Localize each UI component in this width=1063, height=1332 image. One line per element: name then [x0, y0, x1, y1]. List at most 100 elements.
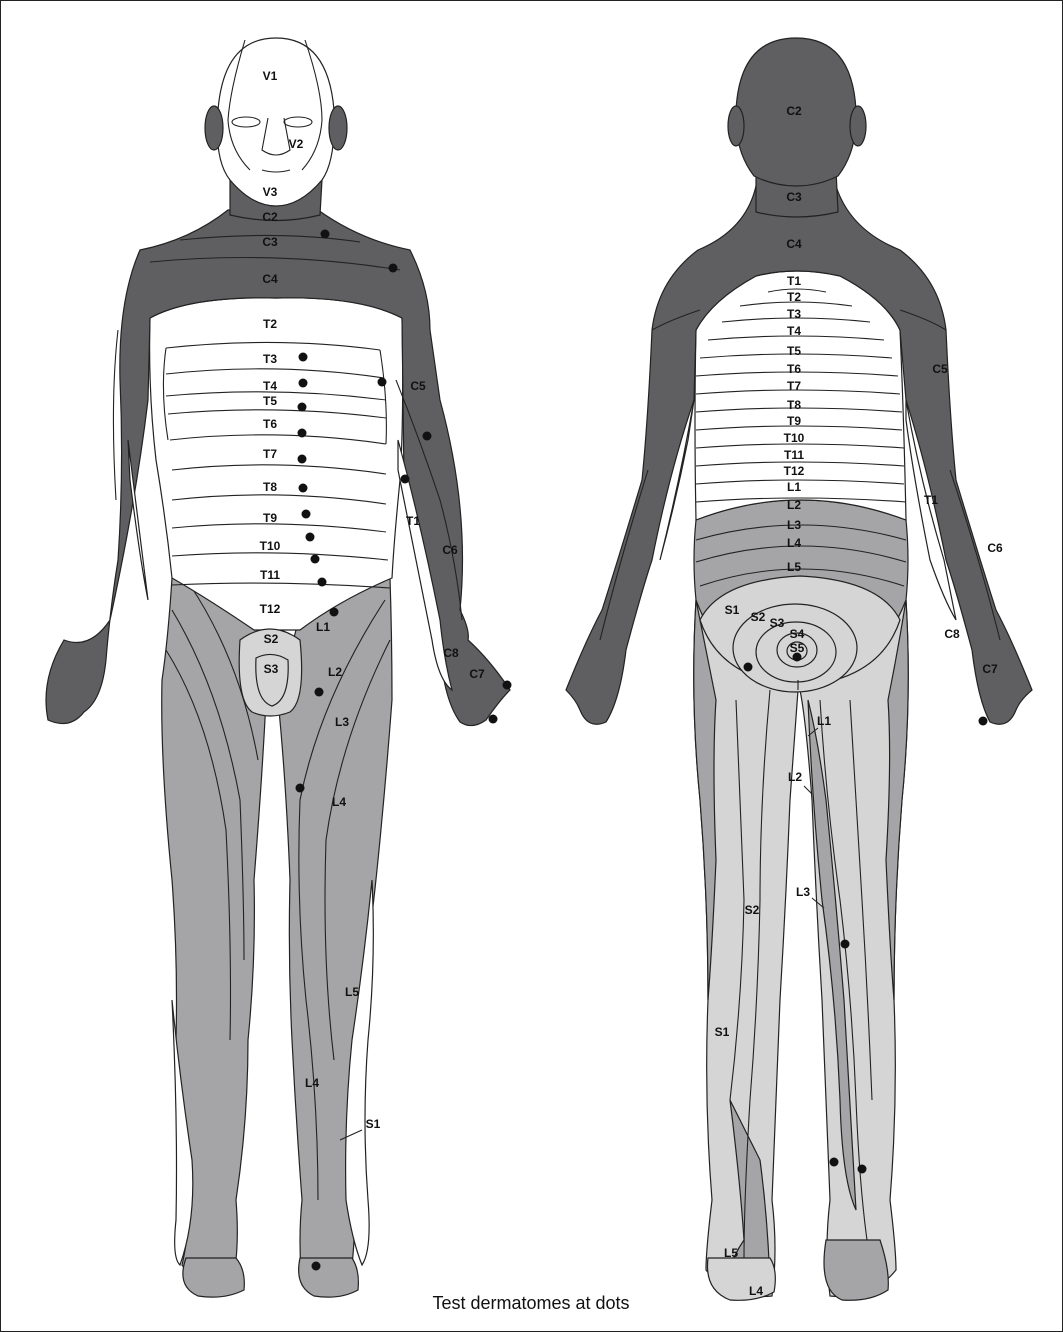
back-label-c8: C8 [944, 627, 960, 641]
label-s1: S1 [366, 1117, 381, 1131]
back-label-s2: S2 [751, 610, 766, 624]
test-dot [311, 555, 320, 564]
test-dot [299, 353, 308, 362]
test-dot [299, 379, 308, 388]
back-label-t12: T12 [784, 464, 805, 478]
test-dot [378, 378, 387, 387]
front-head [217, 38, 334, 206]
test-dot [389, 264, 398, 273]
test-dot [306, 533, 315, 542]
label-l1: L1 [316, 620, 330, 634]
label-t6: T6 [263, 417, 277, 431]
test-dot [503, 681, 512, 690]
test-dot [296, 784, 305, 793]
back-label-l3: L3 [787, 518, 801, 532]
back-left-foot [707, 1258, 775, 1300]
figure-caption: Test dermatomes at dots [432, 1293, 629, 1313]
label-c2: C2 [262, 210, 278, 224]
label-v1: V1 [263, 69, 278, 83]
back-label-t7: T7 [787, 379, 801, 393]
back-label-l5-foot: L5 [724, 1246, 738, 1260]
back-label-c6: C6 [987, 541, 1003, 555]
test-dot [298, 455, 307, 464]
back-label-c4: C4 [786, 237, 802, 251]
test-dot [298, 403, 307, 412]
back-label-l2-leg: L2 [788, 770, 802, 784]
back-left-ear [728, 106, 744, 146]
back-label-t10: T10 [784, 431, 805, 445]
back-label-t3: T3 [787, 307, 801, 321]
test-dot [830, 1158, 839, 1167]
test-dot [423, 432, 432, 441]
back-label-t5: T5 [787, 344, 801, 358]
label-v3: V3 [263, 185, 278, 199]
test-dot [744, 663, 753, 672]
label-c4: C4 [262, 272, 278, 286]
back-label-l1: L1 [787, 480, 801, 494]
test-dot [315, 688, 324, 697]
back-label-t9: T9 [787, 414, 801, 428]
test-dot [979, 717, 988, 726]
label-c7: C7 [469, 667, 485, 681]
back-label-t2: T2 [787, 290, 801, 304]
test-dot [489, 715, 498, 724]
label-c5: C5 [410, 379, 426, 393]
test-dot [318, 578, 327, 587]
label-t12: T12 [260, 602, 281, 616]
label-l4: L4 [332, 795, 346, 809]
label-l2: L2 [328, 665, 342, 679]
back-label-s1-leg: S1 [715, 1025, 730, 1039]
label-t3: T3 [263, 352, 277, 366]
test-dot [401, 475, 410, 484]
back-label-s2-leg: S2 [745, 903, 760, 917]
back-label-l4-foot: L4 [749, 1284, 763, 1298]
back-label-t11: T11 [784, 448, 804, 462]
back-label-s4: S4 [790, 627, 805, 641]
label-l4-lower: L4 [305, 1076, 319, 1090]
label-t9: T9 [263, 511, 277, 525]
test-dot [841, 940, 850, 949]
label-t10: T10 [260, 539, 281, 553]
back-label-c5: C5 [932, 362, 948, 376]
label-t1: T1 [406, 514, 420, 528]
back-label-t4: T4 [787, 324, 801, 338]
test-dot [330, 608, 339, 617]
label-t5: T5 [263, 394, 277, 408]
label-t11: T11 [260, 568, 280, 582]
test-dot [302, 510, 311, 519]
label-t7: T7 [263, 447, 277, 461]
back-right-ear [850, 106, 866, 146]
front-right-foot [299, 1258, 359, 1297]
back-label-l4: L4 [787, 536, 801, 550]
test-dot [858, 1165, 867, 1174]
label-c6: C6 [442, 543, 458, 557]
back-label-l1-leg: L1 [817, 714, 831, 728]
back-figure [566, 38, 1032, 1300]
back-label-l5: L5 [787, 560, 801, 574]
test-dot [321, 230, 330, 239]
label-l3: L3 [335, 715, 349, 729]
label-c3: C3 [262, 235, 278, 249]
test-dot [299, 484, 308, 493]
label-s2: S2 [264, 632, 279, 646]
test-dot [312, 1262, 321, 1271]
test-dot [298, 429, 307, 438]
back-label-s3: S3 [770, 616, 785, 630]
back-label-c7: C7 [982, 662, 998, 676]
back-label-t1: T1 [787, 274, 801, 288]
label-l5: L5 [345, 985, 359, 999]
back-label-l3-leg: L3 [796, 885, 810, 899]
label-s3: S3 [264, 662, 279, 676]
label-c8: C8 [443, 646, 459, 660]
back-label-c3: C3 [786, 190, 802, 204]
back-label-l2: L2 [787, 498, 801, 512]
test-dot [793, 653, 802, 662]
label-t8: T8 [263, 480, 277, 494]
label-t2: T2 [263, 317, 277, 331]
front-left-foot [183, 1258, 244, 1297]
back-label-c2: C2 [786, 104, 802, 118]
back-right-foot [824, 1240, 888, 1300]
back-label-s1: S1 [725, 603, 740, 617]
front-left-ear [205, 106, 223, 150]
